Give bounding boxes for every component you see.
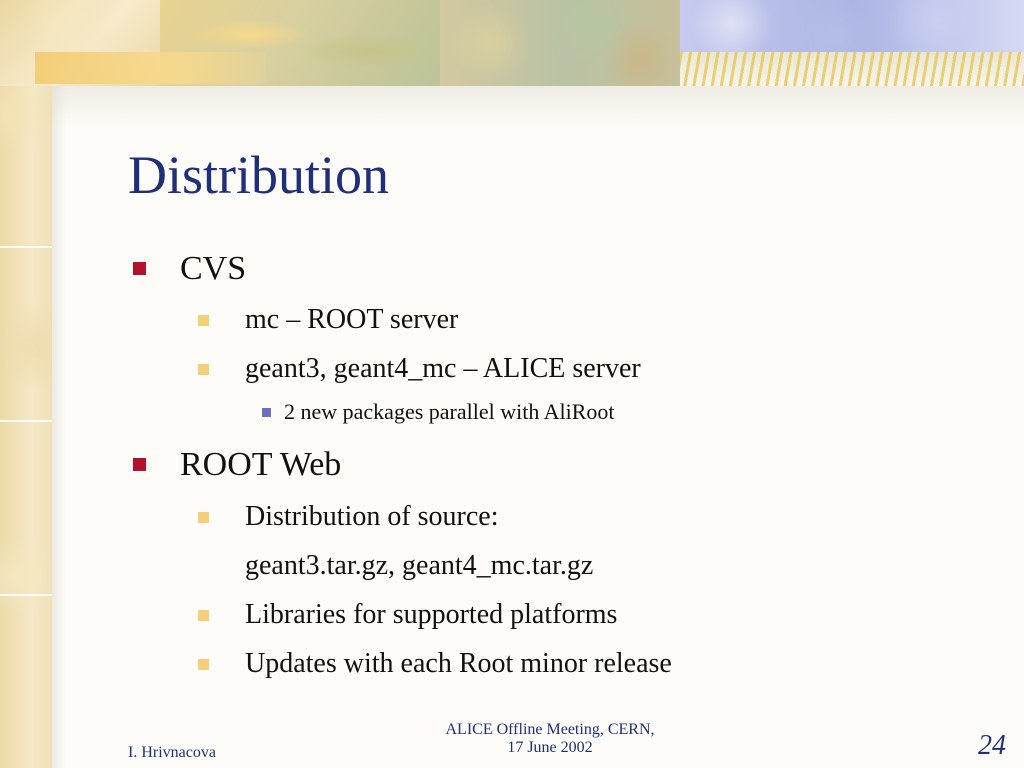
bullet-level3-marker: [262, 408, 271, 417]
header-collage: [0, 0, 1024, 86]
bullet-level2: Distribution of source:: [245, 501, 499, 532]
header-tile-mosaic: [440, 0, 690, 86]
bullet-level2-marker: [198, 512, 209, 523]
bullet-level2: mc – ROOT server: [245, 304, 459, 335]
page-number: 24: [978, 730, 1006, 761]
bullet-level2: Updates with each Root minor release: [245, 648, 672, 679]
strip-shadow: [52, 86, 66, 768]
header-shadow: [52, 86, 1024, 126]
bullet-level2: Libraries for supported platforms: [245, 599, 618, 630]
bullet-level2-marker: [198, 364, 209, 375]
footer-author: I. Hrivnacova: [128, 744, 216, 761]
bullet-level2-marker: [198, 315, 209, 326]
bullet-level1: ROOT Web: [180, 446, 342, 483]
header-gold-bar: [35, 52, 265, 84]
footer-meeting: ALICE Offline Meeting, CERN, 17 June 200…: [400, 721, 700, 758]
slide-title: Distribution: [128, 145, 390, 205]
header-tile-grass: [680, 52, 1024, 86]
bullet-level2-marker: [198, 610, 209, 621]
footer-meeting-line2: 17 June 2002: [507, 739, 593, 757]
bullet-level2: geant3, geant4_mc – ALICE server: [245, 353, 641, 384]
bullet-level1-marker: [133, 458, 146, 471]
bullet-level1: CVS: [180, 250, 247, 287]
parchment-strip: [0, 0, 52, 768]
footer-meeting-line1: ALICE Offline Meeting, CERN,: [445, 721, 655, 738]
header-tile-blue: [680, 0, 1024, 60]
bullet-level3: 2 new packages parallel with AliRoot: [284, 399, 615, 424]
bullet-level2-continuation: geant3.tar.gz, geant4_mc.tar.gz: [245, 550, 594, 581]
bullet-level2-marker: [198, 659, 209, 670]
bullet-level1-marker: [133, 262, 146, 275]
